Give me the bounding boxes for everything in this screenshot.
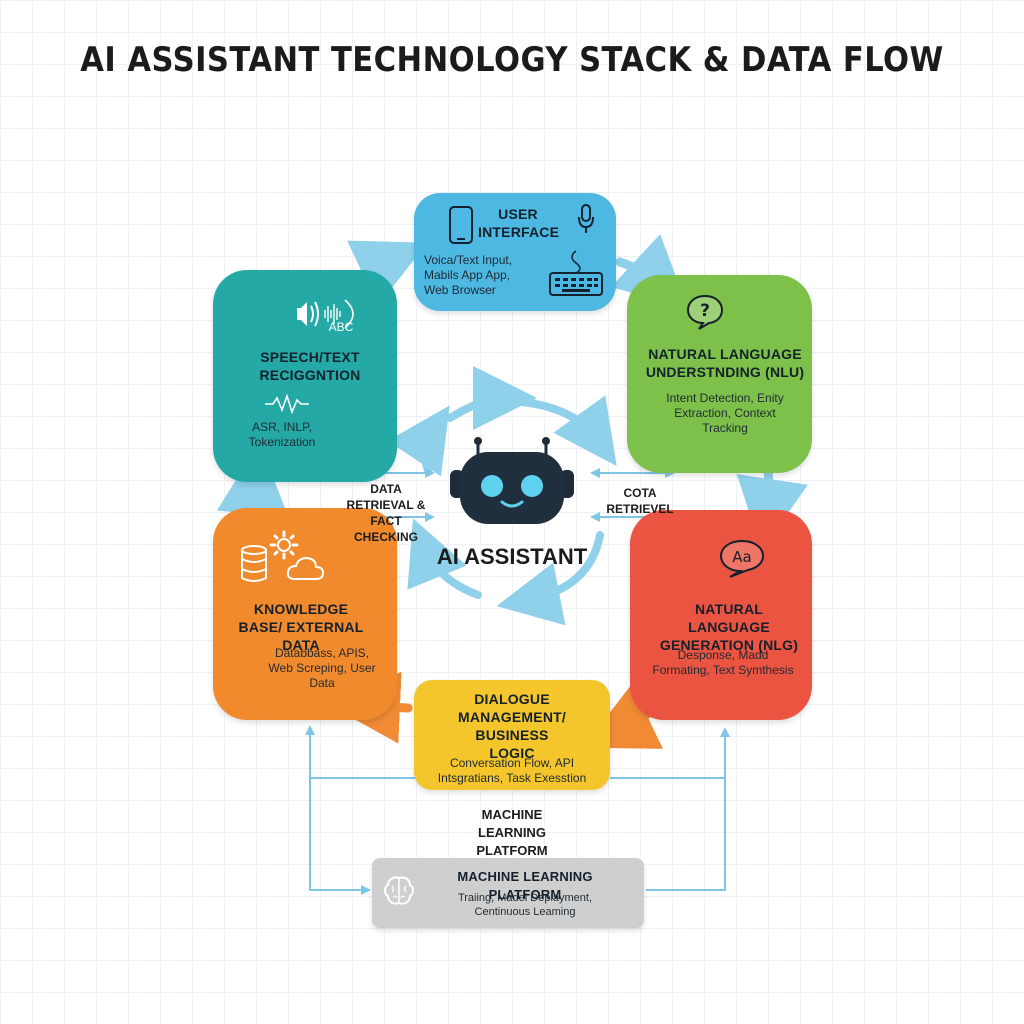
database-icon — [241, 545, 267, 582]
inner-arrow-left — [387, 405, 450, 477]
aa-speech-bubble-icon: Aa — [719, 539, 765, 578]
nlu-title: NATURAL LANGUAGE UNDERSTNDING (NLU) — [645, 346, 805, 380]
node-ml-platform: MACHINE LEARNING PLATFORM Traiing, Madel… — [372, 858, 644, 928]
inner-arrow-top — [446, 366, 537, 431]
speech-recognition-title: SPEECH/TEXT RECIGGNTION — [259, 349, 361, 383]
knowledge-base-desc: Databbass, APIS, Web Screping, User Data — [268, 646, 376, 690]
node-nlu: ? NATURAL LANGUAGE UNDERSTNDING (NLU) In… — [627, 275, 812, 473]
inner-arrow-top-right — [518, 395, 617, 466]
diagram-title: AI ASSISTANT TECHNOLOGY STACK & DATA FLO… — [80, 40, 944, 80]
svg-text:Aa: Aa — [732, 548, 751, 566]
knowledge-base-title: KNOWLEDGE BASE/ EXTERNAL DATA — [238, 601, 364, 653]
node-knowledge-base: KNOWLEDGE BASE/ EXTERNAL DATA Databbass,… — [213, 508, 397, 720]
abc-label: ABC — [328, 320, 354, 334]
node-speech-recognition: ABC SPEECH/TEXT RECIGGNTION ASR, INLP, T… — [213, 270, 397, 482]
user-interface-desc: Voica/Text Input, Mabils App App, Web Br… — [424, 253, 513, 297]
link-label-cota-retrievel: COTA RETRIEVEL — [606, 486, 674, 516]
node-dialogue-management: DIALOGUE MANAGEMENT/ BUSINESS LOGIC Conv… — [414, 680, 610, 790]
question-bubble-icon: ? — [686, 294, 724, 330]
ml-connector-left — [309, 730, 371, 895]
inner-arrow-bottom-left — [407, 518, 482, 599]
robot-icon — [450, 437, 574, 524]
svg-text:?: ? — [700, 301, 710, 321]
nlg-desc: Desponse, Madd Formating, Text Symthesis — [652, 648, 794, 677]
ai-assistant-label: AI ASSISTANT — [436, 544, 588, 569]
brain-icon — [384, 876, 414, 905]
inner-arrow-bottom-right — [496, 531, 604, 626]
node-user-interface: USER INTERFACE Voica/Text Input, Mabils … — [414, 193, 616, 311]
arrow-nlu-to-nlg — [736, 465, 808, 551]
ml-connector-right — [646, 727, 730, 891]
gear-icon — [269, 530, 299, 560]
user-interface-title: USER INTERFACE — [478, 206, 560, 240]
ml-platform-desc: Traiing, Madel Deplayment, Centinuous Le… — [457, 892, 593, 918]
keyboard-icon — [549, 250, 603, 296]
microphone-icon — [578, 204, 594, 233]
waveform-icon — [265, 393, 309, 415]
dialogue-desc: Conversation Flow, API Intsgratians, Tas… — [437, 756, 587, 785]
phone-icon — [449, 206, 473, 244]
nlu-desc: Intent Detection, Enity Extraction, Cont… — [666, 391, 784, 435]
ml-platform-title: MACHINE LEARNING PLATFORM — [457, 869, 593, 902]
sound-wave-icon — [297, 299, 354, 329]
nlg-title: NATURAL LANGUAGE GENERATION (NLG) — [659, 601, 799, 653]
dialogue-title: DIALOGUE MANAGEMENT/ BUSINESS LOGIC — [458, 691, 566, 761]
cloud-icon — [286, 556, 325, 580]
node-nlg: Aa NATURAL LANGUAGE GENERATION (NLG) Des… — [630, 510, 812, 720]
ml-platform-caption: MACHINE LEARNING PLATFORM — [476, 807, 548, 858]
speech-recognition-desc: ASR, INLP, Tokenization — [248, 420, 316, 449]
link-label-data-retrieval: DATA RETRIEVAL & FACT CHECKING — [346, 482, 426, 544]
